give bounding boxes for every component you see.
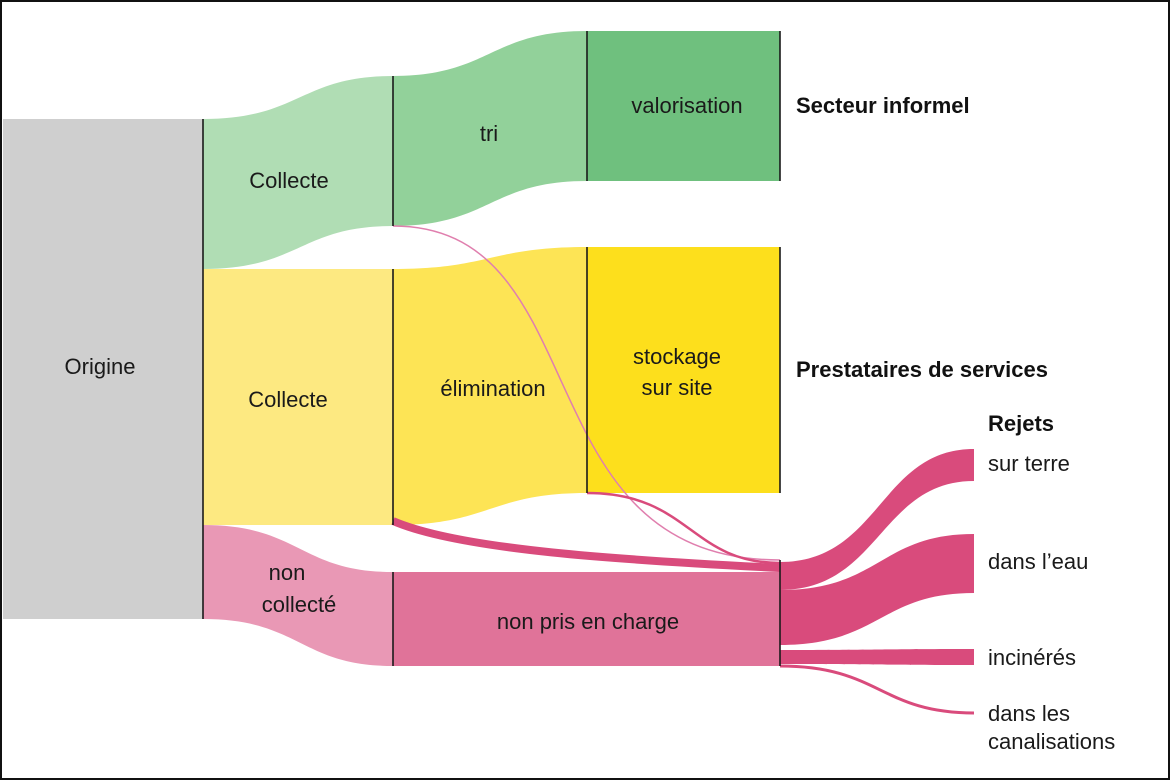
flow-rejet-dans-eau bbox=[780, 534, 974, 645]
label-stockage-line2: sur site bbox=[642, 375, 713, 400]
flow-leak-from-tri bbox=[392, 225, 781, 561]
label-non-collecte-line2: collecté bbox=[262, 592, 337, 617]
label-sur-terre: sur terre bbox=[988, 451, 1070, 476]
label-elimination: élimination bbox=[440, 376, 545, 401]
node-non-pris-en-charge bbox=[393, 572, 780, 666]
flow-rejet-sur-terre bbox=[780, 449, 974, 590]
label-origine: Origine bbox=[65, 354, 136, 379]
label-canalisations-line1: dans les bbox=[988, 701, 1070, 726]
label-secteur-informel: Secteur informel bbox=[796, 93, 970, 118]
flow-collecte-informel bbox=[203, 76, 393, 269]
label-canalisations-line2: canalisations bbox=[988, 729, 1115, 754]
label-non-collecte-line1: non bbox=[269, 560, 306, 585]
flow-tri bbox=[393, 31, 587, 226]
flow-elimination bbox=[393, 247, 587, 525]
label-valorisation: valorisation bbox=[631, 93, 742, 118]
label-rejets: Rejets bbox=[988, 411, 1054, 436]
flow-non-collecte bbox=[203, 525, 393, 666]
label-stockage-line1: stockage bbox=[633, 344, 721, 369]
label-incineres: incinérés bbox=[988, 645, 1076, 670]
flow-leak-from-elimination bbox=[391, 517, 781, 572]
flow-rejet-incineres bbox=[780, 649, 974, 665]
label-dans-eau: dans l’eau bbox=[988, 549, 1088, 574]
label-tri: tri bbox=[480, 121, 498, 146]
label-prestataires-de-services: Prestataires de services bbox=[796, 357, 1048, 382]
label-non-pris-en-charge: non pris en charge bbox=[497, 609, 679, 634]
node-valorisation bbox=[587, 31, 780, 181]
flow-rejet-canalisations bbox=[779, 664, 975, 715]
label-collecte-prestataires: Collecte bbox=[248, 387, 327, 412]
node-stockage-sur-site bbox=[587, 247, 780, 493]
flow-leak-from-stockage bbox=[586, 491, 781, 565]
node-origine bbox=[3, 119, 203, 619]
label-collecte-informel: Collecte bbox=[249, 168, 328, 193]
flow-collecte-prestataires bbox=[203, 269, 393, 525]
